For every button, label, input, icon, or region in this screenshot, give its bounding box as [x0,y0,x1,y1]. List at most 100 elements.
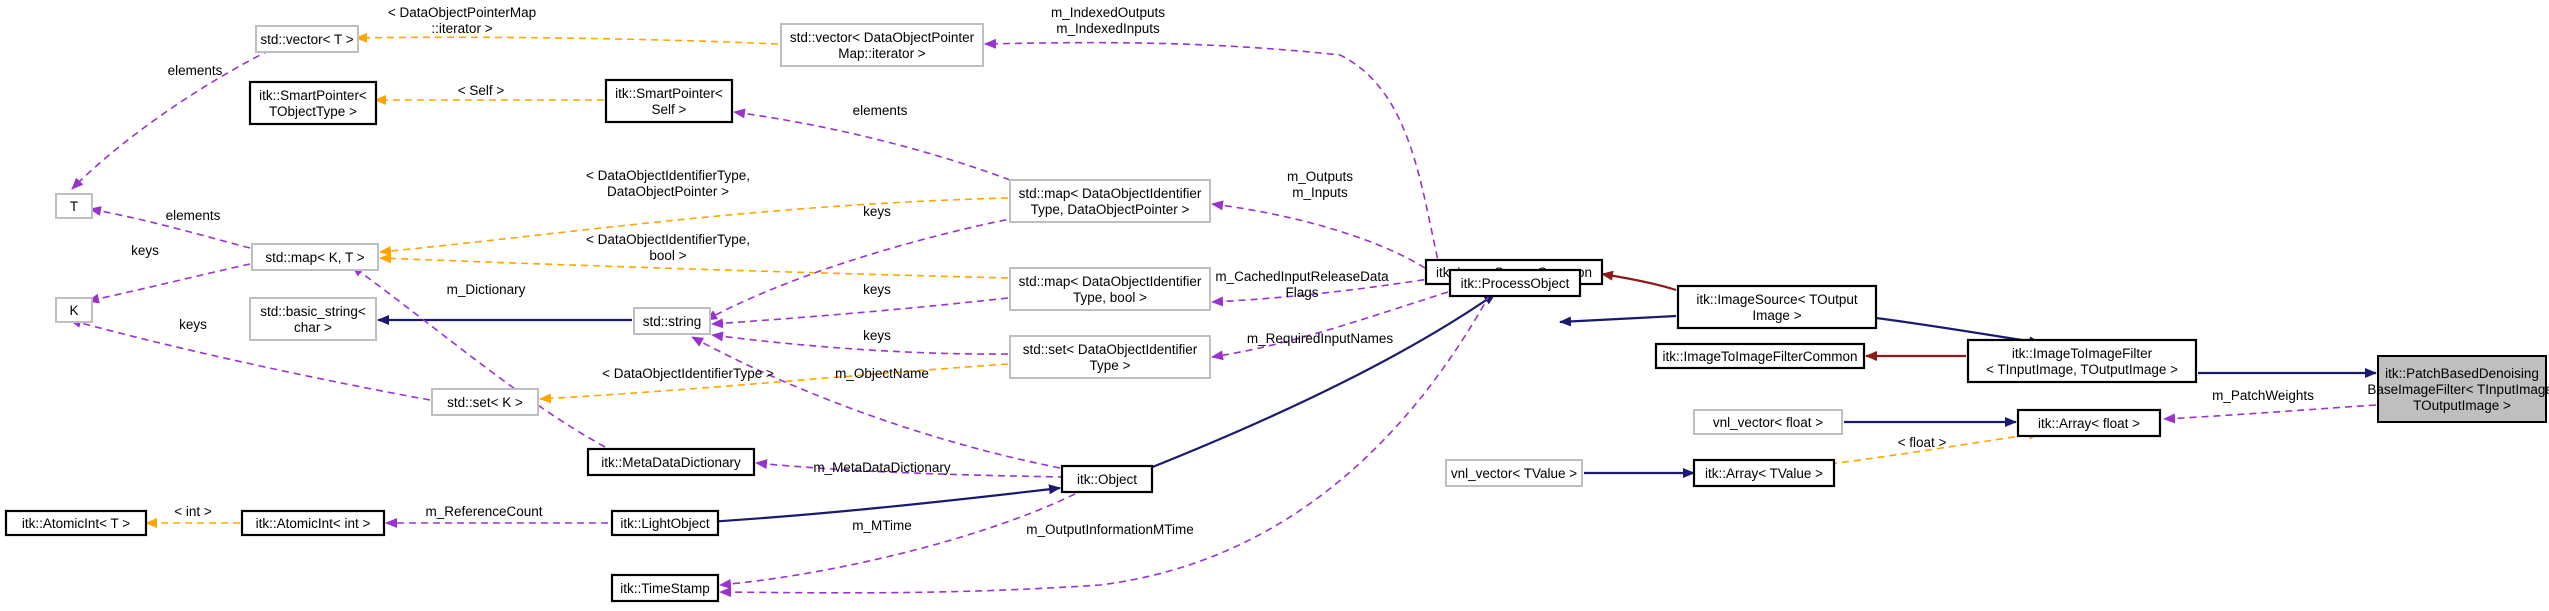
edge-float [1829,429,2041,465]
node-label-line: itk::SmartPointer< [259,88,367,103]
node-box [1009,267,1211,311]
node-map-bool[interactable]: std::map< DataObjectIdentifierType, bool… [1009,267,1211,311]
node-box [1060,464,1154,494]
node-object[interactable]: itk::Object [1060,464,1154,494]
node-box [2016,408,2162,438]
edge-elements-vector-t [71,49,271,190]
node-box [1692,458,1836,488]
label-required: m_RequiredInputNames [1247,331,1394,346]
node-box [251,243,379,271]
node-map-dop[interactable]: std::map< DataObjectIdentifierType, Data… [1009,179,1211,223]
node-light-object[interactable]: itk::LightObject [610,509,720,537]
node-metadata-dictionary[interactable]: itk::MetaDataDictionary [586,447,756,477]
node-process-object[interactable]: itk::ProcessObject [1448,268,1582,298]
node-label-line: itk::TimeStamp [620,581,710,596]
edge-label-line: < DataObjectIdentifierType, [586,232,750,247]
edge-label-line: < int > [174,504,212,519]
node-label-line: itk::Array< TValue > [1705,466,1823,481]
node-label-line: < TInputImage, TOutputImage > [1986,362,2178,377]
node-atomicint-int[interactable]: itk::AtomicInt< int > [240,509,386,537]
node-set-doi[interactable]: std::set< DataObjectIdentifierType > [1009,335,1211,379]
node-box [633,307,711,335]
node-smartptr-self[interactable]: itk::SmartPointer<Self > [604,78,734,124]
label-doi-type: < DataObjectIdentifierType > [602,366,774,381]
node-i2i-common[interactable]: itk::ImageToImageFilterCommon [1654,342,1866,370]
edge-required [1211,291,1449,361]
edges [69,32,2377,598]
node-box [780,23,984,67]
node-i2i-filter[interactable]: itk::ImageToImageFilter< TInputImage, TO… [1966,338,2198,384]
label-doi-bool: < DataObjectIdentifierType,bool > [586,232,750,263]
edge-keys-set-doi [711,331,1009,355]
node-vector-t[interactable]: std::vector< T > [255,25,359,53]
label-float: < float > [1898,435,1947,450]
edge-indexed [984,38,1441,271]
label-keys-setk: keys [179,317,207,332]
node-box [586,447,756,477]
node-atomicint-t[interactable]: itk::AtomicInt< T > [4,509,148,537]
node-label-line: itk::MetaDataDictionary [601,455,741,470]
edge-label-line: keys [863,282,891,297]
edge-labels: < DataObjectPointerMap::iterator > eleme… [131,5,2314,537]
edge-label-line: keys [863,204,891,219]
node-smartptr-tobjecttype[interactable]: itk::SmartPointer<TObjectType > [248,80,378,126]
node-label-line: itk::AtomicInt< int > [256,516,371,531]
edge-label-line: keys [863,328,891,343]
node-set-k[interactable]: std::set< K > [431,388,539,416]
node-box [1654,342,1866,370]
node-box [431,388,539,416]
edge-keys-map-kt [87,263,251,304]
node-array-float[interactable]: itk::Array< float > [2016,408,2162,438]
edge-label-line: keys [131,243,159,258]
node-vector-dop-iterator[interactable]: std::vector< DataObjectPointerMap::itera… [780,23,984,67]
node-array-tvalue[interactable]: itk::Array< TValue > [1692,458,1836,488]
edge-doi-dop [379,197,1009,256]
edge-outputs-inputs [1211,200,1426,269]
node-label-line: Type > [1090,358,1131,373]
node-vnl-tvalue[interactable]: vnl_vector< TValue > [1445,459,1583,487]
edge-elements-map-kt [89,206,251,249]
edge-label-line: DataObjectPointer > [607,184,729,199]
label-object-name: m_ObjectName [835,366,929,381]
node-label-line: std::string [643,314,702,329]
edge-label-line: m_CachedInputReleaseData [1215,269,1389,284]
node-box [610,509,720,537]
node-k[interactable]: K [55,297,93,323]
node-label-line: Type, bool > [1073,290,1147,305]
node-basic-string[interactable]: std::basic_string<char > [249,297,377,341]
node-label-line: std::map< K, T > [265,250,364,265]
edge-label-line: m_Outputs [1287,169,1353,184]
node-label-line: std::map< DataObjectIdentifier [1019,186,1202,201]
node-map-k-t[interactable]: std::map< K, T > [251,243,379,271]
node-box [1676,284,1878,330]
node-label-line: vnl_vector< float > [1713,415,1823,430]
node-timestamp[interactable]: itk::TimeStamp [610,573,720,603]
node-box [248,80,378,126]
label-keys-left: keys [131,243,159,258]
label-output-mtime: m_OutputInformationMTime [1026,522,1194,537]
node-label-line: itk::AtomicInt< T > [22,516,130,531]
label-refcount: m_ReferenceCount [425,504,542,519]
edge-label-line: m_MTime [852,518,912,533]
edge-inherit-object [705,484,1061,524]
label-self: < Self > [458,83,505,98]
node-box [1445,459,1583,487]
node-label-line: itk::ImageToImageFilter [2012,346,2153,361]
node-label-line: std::vector< DataObjectPointer [790,30,975,45]
node-box [240,509,386,537]
node-patch-filter[interactable]: itk::PatchBasedDenoisingBaseImageFilter<… [2367,355,2549,423]
edge-inherit-image-source-common [1601,270,1677,292]
node-label-line: itk::SmartPointer< [615,86,723,101]
node-image-source[interactable]: itk::ImageSource< TOutputImage > [1676,284,1878,330]
edge-keys-set-k [69,318,431,401]
node-label-line: itk::LightObject [620,516,710,531]
node-vnl-float[interactable]: vnl_vector< float > [1693,409,1843,435]
node-t[interactable]: T [55,193,93,219]
node-box [55,297,93,323]
edge-inherit-image-source [1559,314,1677,327]
node-label-line: std::map< DataObjectIdentifier [1019,274,1202,289]
node-std-string[interactable]: std::string [633,307,711,335]
node-label-line: std::vector< T > [260,32,353,47]
edge-patch-weights [2163,404,2377,424]
node-label-line: char > [294,320,332,335]
